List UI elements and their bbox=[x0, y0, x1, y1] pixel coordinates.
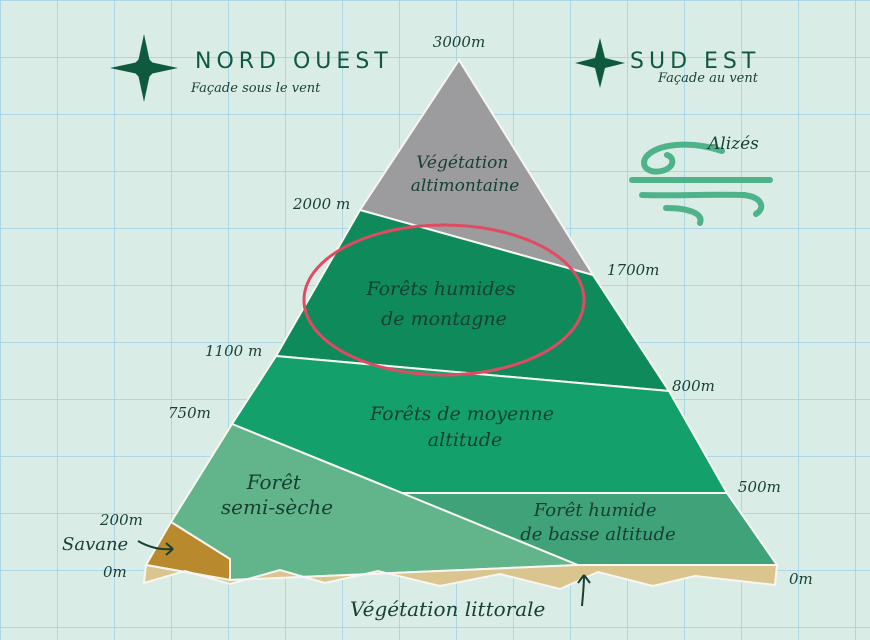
altitude-label-0-right: 0m bbox=[789, 570, 813, 588]
zone-label-altimontaine: Végétation altimontaine bbox=[411, 153, 520, 196]
altitude-label-800: 800m bbox=[672, 377, 715, 395]
alizes-label: Alizés bbox=[706, 134, 759, 154]
savane-arrowhead bbox=[165, 542, 174, 556]
altitude-label-500: 500m bbox=[738, 478, 781, 496]
compass-star-icon bbox=[110, 34, 178, 102]
zone-vegetation-littorale bbox=[142, 563, 779, 591]
altitude-label-750: 750m bbox=[168, 404, 211, 422]
littorale-label: Végétation littorale bbox=[350, 597, 545, 621]
zone-label-foret-humide-basse-altitude: Forêt humide de basse altitude bbox=[520, 500, 675, 545]
compass-sud-est: SUD EST Façade au vent bbox=[575, 38, 760, 88]
nord-ouest-title: NORD OUEST bbox=[195, 49, 393, 74]
nord-ouest-subtitle: Façade sous le vent bbox=[190, 81, 321, 96]
zone-label-forets-de-moyenne-altitude: Forêts de moyenne altitude bbox=[369, 403, 560, 451]
savane-label: Savane bbox=[62, 534, 128, 555]
altitude-label-200: 200m bbox=[99, 511, 143, 529]
sud-est-title: SUD EST bbox=[630, 49, 760, 74]
littorale-arrowhead bbox=[577, 574, 591, 584]
altitude-label-0-left: 0m bbox=[103, 563, 127, 581]
summit-altitude-label: 3000m bbox=[433, 33, 485, 51]
littorale-arrow bbox=[581, 574, 585, 607]
compass-star-icon bbox=[575, 38, 625, 88]
zone-labels: Végétation altimontaine Forêts humides d… bbox=[221, 153, 676, 545]
savane-arrow bbox=[137, 540, 174, 551]
altitude-label-1700: 1700m bbox=[607, 261, 659, 279]
zone-label-foret-semi-seche: Forêt semi-sèche bbox=[221, 470, 333, 519]
altitude-labels: 3000m 2000 m 1100 m 750m 200m 0m 1700m 8… bbox=[99, 33, 813, 588]
zone-label-forets-humides-de-montagne: Forêts humides de montagne bbox=[365, 278, 521, 330]
altitude-label-1100: 1100 m bbox=[205, 342, 262, 360]
compass-nord-ouest: NORD OUEST Façade sous le vent bbox=[110, 34, 393, 102]
wind-icon bbox=[629, 141, 773, 226]
altitude-label-2000: 2000 m bbox=[292, 195, 350, 213]
mountain bbox=[142, 58, 779, 591]
sud-est-subtitle: Façade au vent bbox=[657, 71, 759, 86]
highlight-circle bbox=[302, 223, 586, 377]
